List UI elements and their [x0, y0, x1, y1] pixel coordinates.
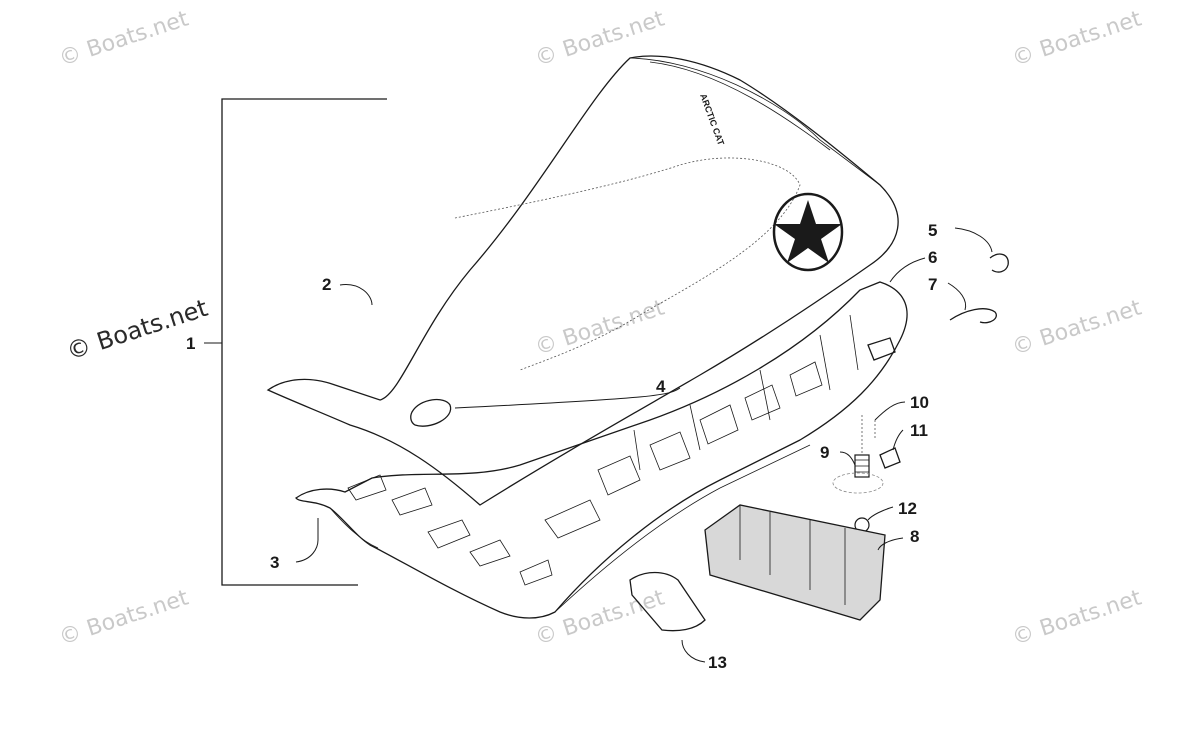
seat-base	[295, 281, 908, 619]
foam-block	[704, 504, 886, 621]
callout-11: 11	[910, 421, 928, 440]
callout-4: 4	[656, 377, 666, 396]
callout-12: 12	[898, 499, 917, 518]
callout-6: 6	[928, 248, 937, 267]
watermark: © Boats.net	[532, 585, 668, 650]
callout-3: 3	[270, 553, 279, 572]
leader-lines	[295, 227, 993, 663]
watermark: © Boats.net	[56, 585, 192, 650]
retainer-hook	[949, 308, 997, 324]
watermark: © Boats.net	[532, 6, 668, 71]
callouts: 1 2 3 4 5 6 7 8 9 10 11 12 13	[186, 221, 937, 672]
watermark-dark: © Boats.net	[63, 294, 211, 366]
callout-2: 2	[322, 275, 331, 294]
watermark: © Boats.net	[56, 6, 192, 71]
callout-10: 10	[910, 393, 929, 412]
callout-8: 8	[910, 527, 919, 546]
watermarks: © Boats.net © Boats.net © Boats.net © Bo…	[56, 6, 1145, 650]
watermark: © Boats.net	[532, 295, 668, 360]
seat-patch	[410, 398, 452, 427]
callout-13: 13	[708, 653, 727, 672]
callout-7: 7	[928, 275, 937, 294]
callout-1: 1	[186, 334, 195, 353]
seat-brand-text: ARCTIC CAT	[698, 92, 726, 147]
star-icon	[772, 192, 844, 272]
latch-hardware	[832, 415, 901, 533]
callout-5: 5	[928, 221, 937, 240]
callout-9: 9	[820, 443, 829, 462]
watermark: © Boats.net	[1009, 295, 1145, 360]
seat-strap	[629, 571, 706, 632]
clip-ring	[989, 253, 1009, 273]
assembly-bracket	[204, 98, 387, 586]
watermark: © Boats.net	[1009, 585, 1145, 650]
watermark: © Boats.net	[1009, 6, 1145, 71]
